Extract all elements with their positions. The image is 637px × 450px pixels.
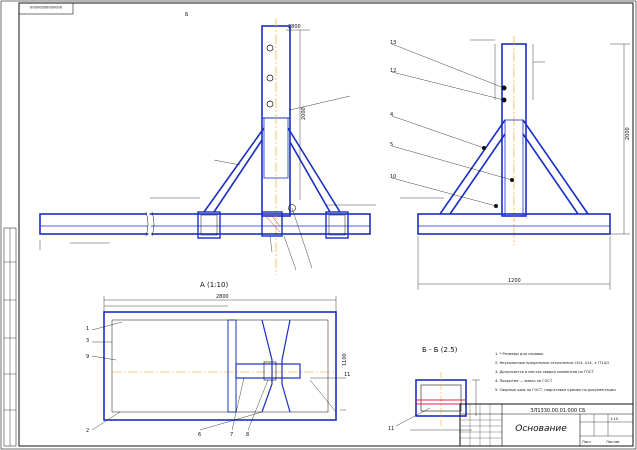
sheet-frame-inner <box>18 2 634 447</box>
technical-notes: 1. * Размеры для справок. 2. Неуказанные… <box>495 352 616 392</box>
side-dim-width: 1200 <box>508 278 521 284</box>
side-view <box>391 36 630 290</box>
stamp-code: 00000000000000 <box>29 5 62 9</box>
left-margin-strip <box>3 227 17 447</box>
section-bb-label: Б - Б (2.5) <box>422 346 458 354</box>
balloon-1: 1 <box>86 326 89 332</box>
front-view <box>39 18 376 275</box>
plan-view <box>91 296 346 431</box>
note-3: 3. Допускается в местах сварки элементов… <box>495 370 594 374</box>
note-4: 4. Покрытие — эмаль по ГОСТ <box>495 379 553 383</box>
front-dim-height: 2000 <box>301 107 307 120</box>
front-dim-top: 2800 <box>288 24 301 30</box>
note-2: 2. Неуказанные предельные отклонения: H1… <box>495 361 609 365</box>
view-a-label: А (1:10) <box>200 281 228 289</box>
balloon-9: 9 <box>86 354 89 360</box>
balloon-10: 10 <box>390 174 396 180</box>
title-name: Основание <box>515 424 567 434</box>
section-mark-top: Б <box>185 12 189 18</box>
balloon-4: 4 <box>390 112 393 118</box>
balloon-6: 6 <box>198 432 201 438</box>
balloon-11-section: 11 <box>388 426 394 432</box>
note-5: 5. Сварные швы по ГОСТ; подготовка кромо… <box>495 388 616 392</box>
plan-dim-depth: 1100 <box>342 353 348 366</box>
title-block: ЗЛ1330.00.01.000 СБ Основание 1:10 Лист … <box>459 403 634 447</box>
title-sheets: Листов <box>606 440 619 444</box>
balloon-7: 7 <box>230 432 233 438</box>
top-left-stamp: 00000000000000 <box>18 2 74 15</box>
title-doc-code: ЗЛ1330.00.01.000 СБ <box>530 408 586 414</box>
balloon-13: 13 <box>390 40 396 46</box>
title-scale: 1:10 <box>610 417 619 421</box>
balloon-11: 11 <box>344 372 350 378</box>
section-bb <box>395 372 480 431</box>
balloon-5: 5 <box>390 142 393 148</box>
balloon-labels: 13 12 4 5 10 1 3 9 2 6 7 8 11 11 <box>86 40 396 438</box>
balloon-12: 12 <box>390 68 396 74</box>
title-sheet: Лист <box>582 440 591 444</box>
balloon-8: 8 <box>246 432 249 438</box>
side-dim-height: 2000 <box>625 127 631 140</box>
plan-dim-width: 2800 <box>216 294 229 300</box>
note-1: 1. * Размеры для справок. <box>495 352 545 356</box>
balloon-3: 3 <box>86 338 89 344</box>
balloon-2: 2 <box>86 428 89 434</box>
